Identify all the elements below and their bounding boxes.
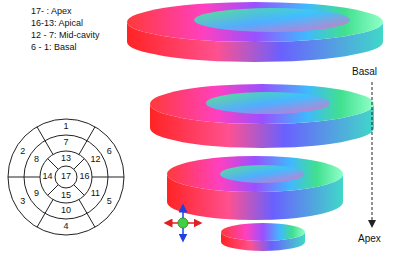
legend-line: 16-13: Apical — [31, 19, 83, 29]
segment-number: 8 — [34, 155, 39, 165]
segment-number: 17 — [61, 172, 71, 182]
legend-line: 6 - 1: Basal — [31, 43, 77, 53]
segment-number: 13 — [61, 154, 71, 164]
segment-number: 10 — [61, 206, 71, 216]
segment-number: 14 — [42, 172, 52, 182]
legend-line: 17- : Apex — [31, 7, 72, 17]
segment-number: 3 — [20, 197, 25, 207]
segment-number: 15 — [61, 191, 71, 201]
segment-number: 7 — [63, 138, 68, 148]
segment-number: 6 — [107, 147, 112, 157]
bullseye — [8, 119, 124, 235]
segment-number: 2 — [20, 147, 25, 157]
axis-icon — [168, 208, 198, 238]
segment-number: 1 — [63, 122, 68, 132]
segment-number: 4 — [63, 222, 68, 232]
segment-number: 5 — [107, 197, 112, 207]
segment-number: 9 — [34, 189, 39, 199]
legend-line: 12 - 7: Mid-cavity — [31, 31, 100, 41]
segment-number: 12 — [90, 155, 100, 165]
axis-label: Basal — [352, 66, 377, 77]
axis-label: Apex — [358, 233, 381, 244]
segment-number: 11 — [91, 189, 100, 199]
segment-number: 16 — [79, 172, 89, 182]
heart-slices — [127, 2, 383, 251]
direction-arrow — [372, 82, 373, 224]
